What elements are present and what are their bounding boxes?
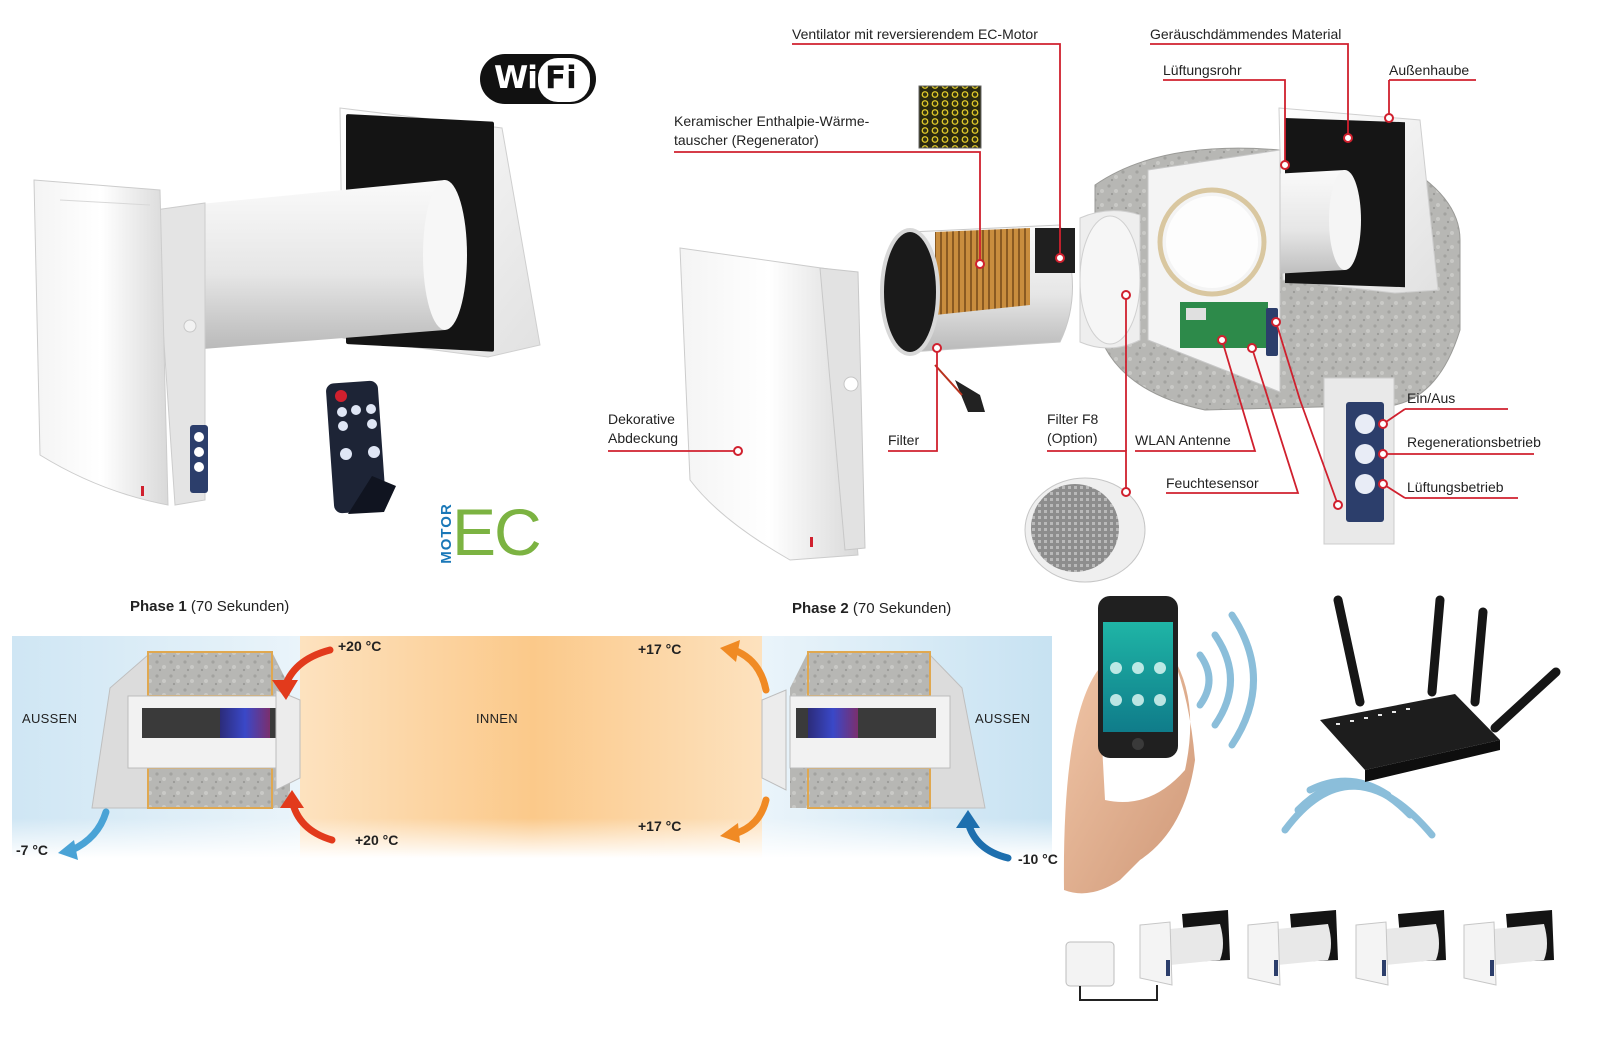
product-unit-illustration (33, 107, 541, 506)
label-on-off: Ein/Aus (1407, 390, 1456, 406)
label-cover-line2: Abdeckung (608, 430, 679, 446)
label-humidity-sensor: Feuchtesensor (1166, 475, 1259, 491)
phase-1-duration: (70 Sekunden) (190, 598, 290, 615)
temp-phase1-outside: -7 °C (16, 842, 49, 858)
smartphone-in-hand (1063, 596, 1195, 894)
zone-inside: INNEN (476, 711, 518, 726)
wifi-logo: Wi Fi (480, 40, 598, 114)
label-regeneration-mode: Regenerationsbetrieb (1407, 434, 1541, 450)
temp-phase2-inside-bottom: +17 °C (638, 818, 682, 834)
label-ventilation-mode: Lüftungsbetrieb (1407, 479, 1504, 495)
phase-2-duration: (70 Sekunden) (852, 600, 952, 617)
label-tube: Lüftungsrohr (1163, 62, 1242, 78)
ec-logo-ec-text: EC (452, 495, 542, 569)
ec-motor-logo: MOTOR EC (436, 497, 596, 569)
network-units (1065, 910, 1554, 1001)
temp-phase2-inside-top: +17 °C (638, 641, 682, 657)
phase-2-title: Phase 2 (792, 600, 849, 617)
temp-phase1-inside-top: +20 °C (338, 638, 382, 654)
label-filter-f8-line1: Filter F8 (1047, 411, 1099, 427)
exploded-view (679, 85, 1461, 583)
label-cover-line1: Dekorative (608, 411, 675, 427)
label-filter-f8-line2: (Option) (1047, 430, 1098, 446)
label-ventilator: Ventilator mit reversierendem EC-Motor (792, 26, 1038, 42)
wifi-waves (1196, 611, 1436, 839)
small-unit (1247, 910, 1338, 986)
router (1320, 595, 1561, 782)
phase-1-title: Phase 1 (130, 598, 187, 615)
temp-phase1-inside-bottom: +20 °C (355, 832, 399, 848)
zone-outside-right: AUSSEN (975, 711, 1031, 726)
temp-phase2-outside: -10 °C (1018, 851, 1058, 867)
phase-diagram (12, 636, 1052, 862)
phase-1-heading: Phase 1 (70 Sekunden) (130, 598, 289, 615)
leader-lines (608, 43, 1534, 506)
small-unit (1139, 910, 1230, 986)
label-ceramic-exchanger-line1: Keramischer Enthalpie-Wärme- (674, 113, 870, 129)
label-outer-hood: Außenhaube (1389, 62, 1470, 78)
wifi-logo-wi: Wi (494, 60, 538, 96)
label-ceramic-exchanger-line2: tauscher (Regenerator) (674, 132, 819, 148)
label-wlan-antenna: WLAN Antenne (1135, 432, 1231, 448)
leader-dots (733, 113, 1394, 510)
small-unit (1463, 910, 1554, 986)
remote-control (326, 380, 396, 514)
small-unit (1355, 910, 1446, 986)
label-insulation: Geräuschdämmendes Material (1150, 26, 1342, 42)
label-filter: Filter (888, 432, 920, 448)
zone-outside-left: AUSSEN (22, 711, 78, 726)
wifi-logo-fi-box (538, 58, 590, 102)
wifi-logo-fi: Fi (545, 60, 577, 96)
phase-2-heading: Phase 2 (70 Sekunden) (792, 600, 951, 617)
